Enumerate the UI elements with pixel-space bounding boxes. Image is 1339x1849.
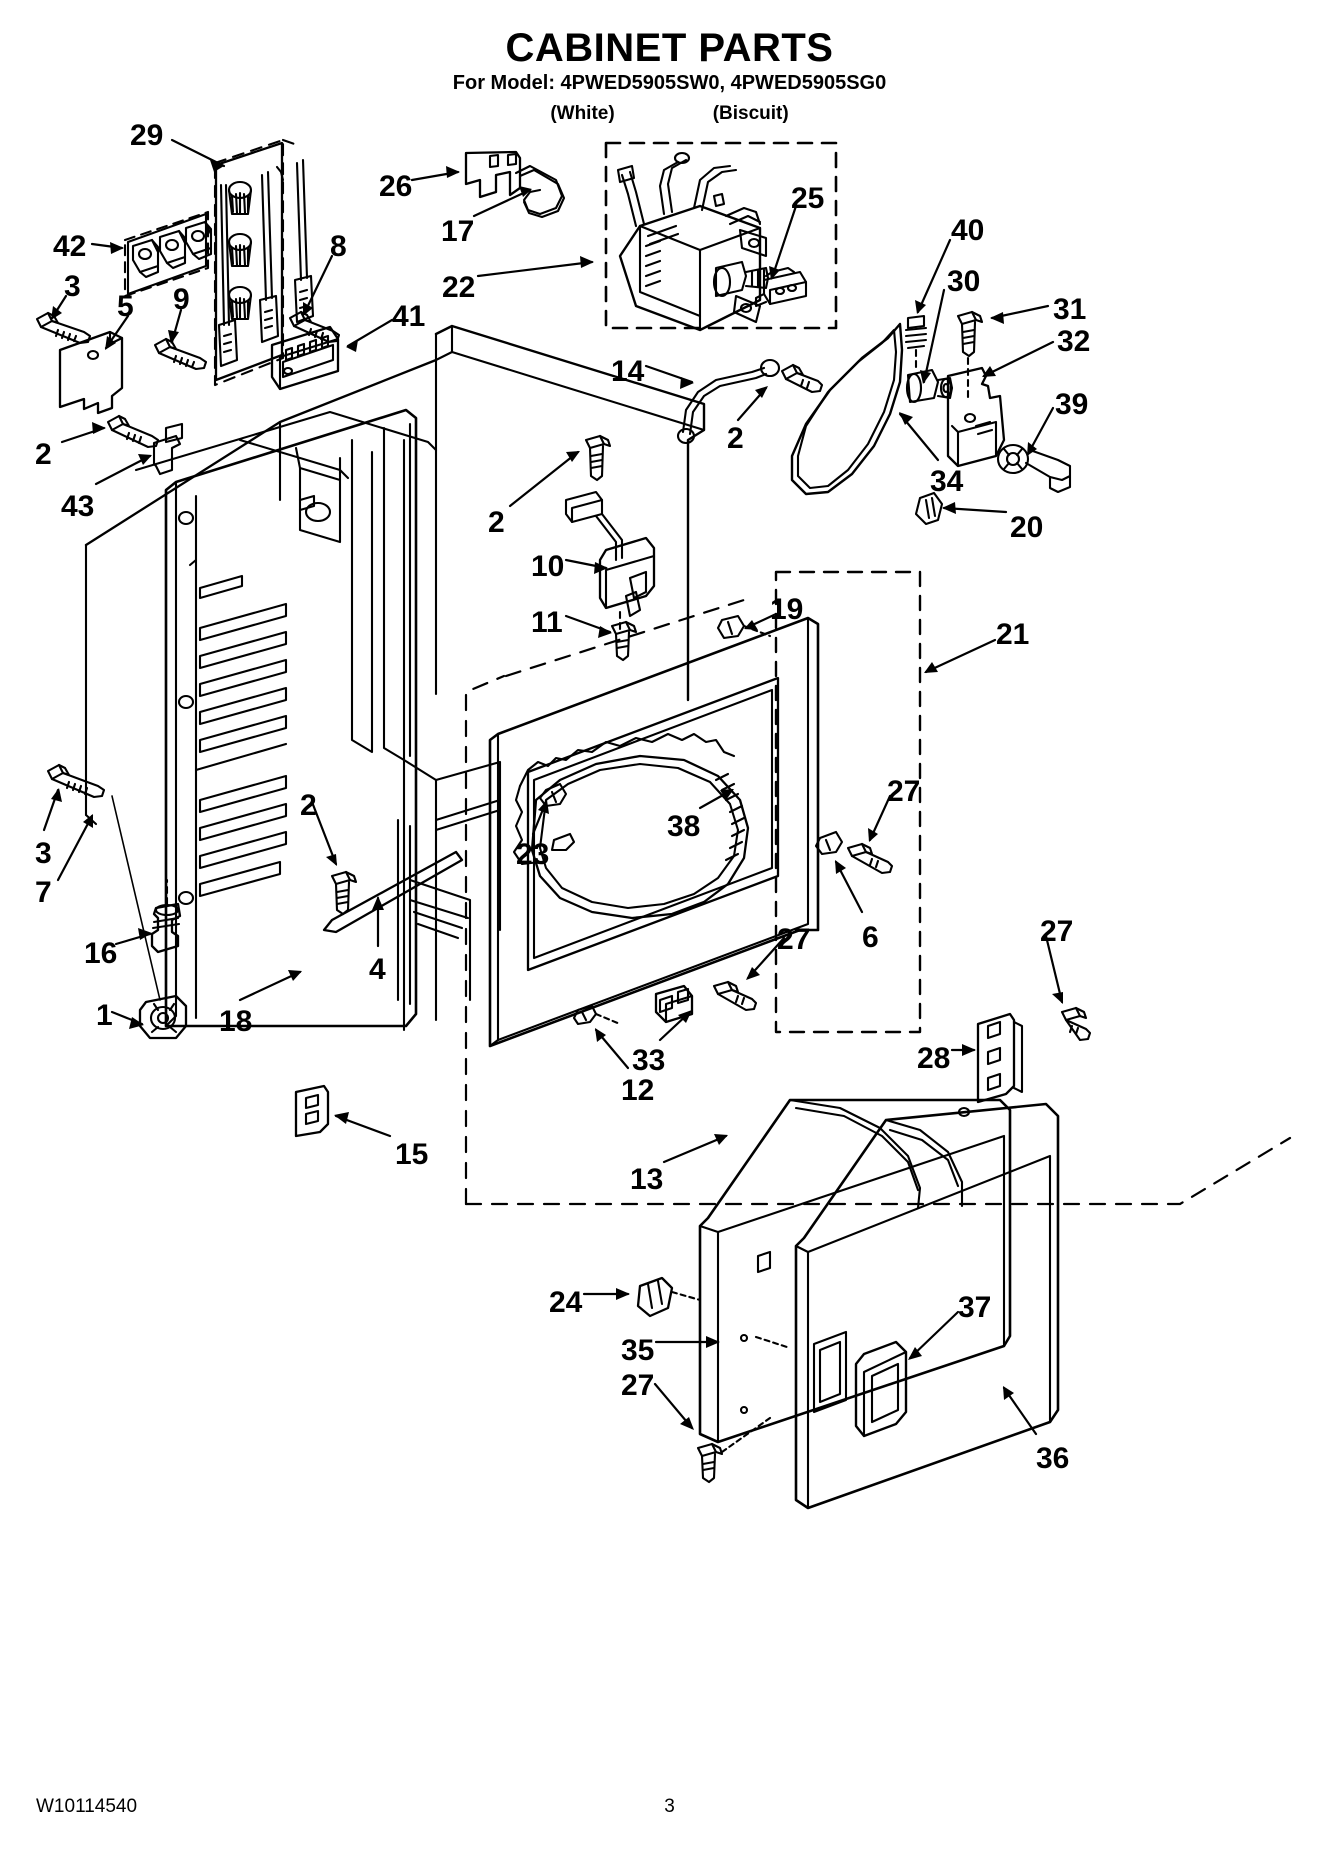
callout-27-mid: 27 xyxy=(777,923,811,956)
callout-36: 36 xyxy=(1036,1442,1070,1475)
color-label-white: (White) xyxy=(550,103,615,124)
callout-2-belt: 2 xyxy=(727,422,744,455)
callout-27-bottom: 27 xyxy=(621,1369,655,1402)
callout-30: 30 xyxy=(947,265,981,298)
footer-page-number: 3 xyxy=(664,1796,675,1817)
callout-14: 14 xyxy=(611,355,645,388)
callout-34: 34 xyxy=(930,465,964,498)
callout-8: 8 xyxy=(330,230,347,263)
callout-28: 28 xyxy=(917,1042,951,1075)
callout-22: 22 xyxy=(442,271,476,304)
callout-19: 19 xyxy=(770,593,804,626)
callout-1: 1 xyxy=(96,999,113,1032)
callout-2-rod: 2 xyxy=(300,789,317,822)
callout-35: 35 xyxy=(621,1334,655,1367)
callout-20: 20 xyxy=(1010,511,1044,544)
callout-33: 33 xyxy=(632,1044,666,1077)
callout-16: 16 xyxy=(84,937,118,970)
model-line: For Model: 4PWED5905SW0, 4PWED5905SG0 xyxy=(452,72,887,94)
callout-38: 38 xyxy=(667,810,701,843)
callout-27-upper: 27 xyxy=(887,775,921,808)
callout-3-upper: 3 xyxy=(64,270,81,303)
callout-25: 25 xyxy=(791,182,825,215)
callout-37: 37 xyxy=(958,1291,992,1324)
callout-41: 41 xyxy=(392,300,426,333)
callout-15: 15 xyxy=(395,1138,429,1171)
callout-31: 31 xyxy=(1053,293,1087,326)
footer-document-code: W10114540 xyxy=(36,1796,138,1817)
page-title: CABINET PARTS xyxy=(505,26,834,70)
callout-11: 11 xyxy=(531,606,563,639)
callout-29: 29 xyxy=(130,119,164,152)
callout-2-top-left: 2 xyxy=(35,438,52,471)
callout-23: 23 xyxy=(516,838,550,871)
callout-9: 9 xyxy=(173,283,190,316)
callout-42: 42 xyxy=(53,230,87,263)
callout-12: 12 xyxy=(621,1074,655,1107)
callout-32: 32 xyxy=(1057,325,1091,358)
callout-40: 40 xyxy=(951,214,985,247)
callout-39: 39 xyxy=(1055,388,1089,421)
color-variant-labels: (White) (Biscuit) xyxy=(0,103,1339,125)
callout-6: 6 xyxy=(862,921,879,954)
callout-10: 10 xyxy=(531,550,565,583)
callout-13: 13 xyxy=(630,1163,664,1196)
callout-4: 4 xyxy=(369,953,386,986)
callout-24: 24 xyxy=(549,1286,583,1319)
callout-3-lower: 3 xyxy=(35,837,52,870)
callout-2-cabinet: 2 xyxy=(488,506,505,539)
callout-7: 7 xyxy=(35,876,52,909)
callout-27-right: 27 xyxy=(1040,915,1074,948)
callout-21: 21 xyxy=(996,618,1030,651)
callout-5: 5 xyxy=(117,290,134,323)
callout-26: 26 xyxy=(379,170,413,203)
callout-43: 43 xyxy=(61,490,95,523)
color-label-biscuit: (Biscuit) xyxy=(712,103,789,124)
callout-18: 18 xyxy=(219,1005,253,1038)
callout-17: 17 xyxy=(441,215,475,248)
